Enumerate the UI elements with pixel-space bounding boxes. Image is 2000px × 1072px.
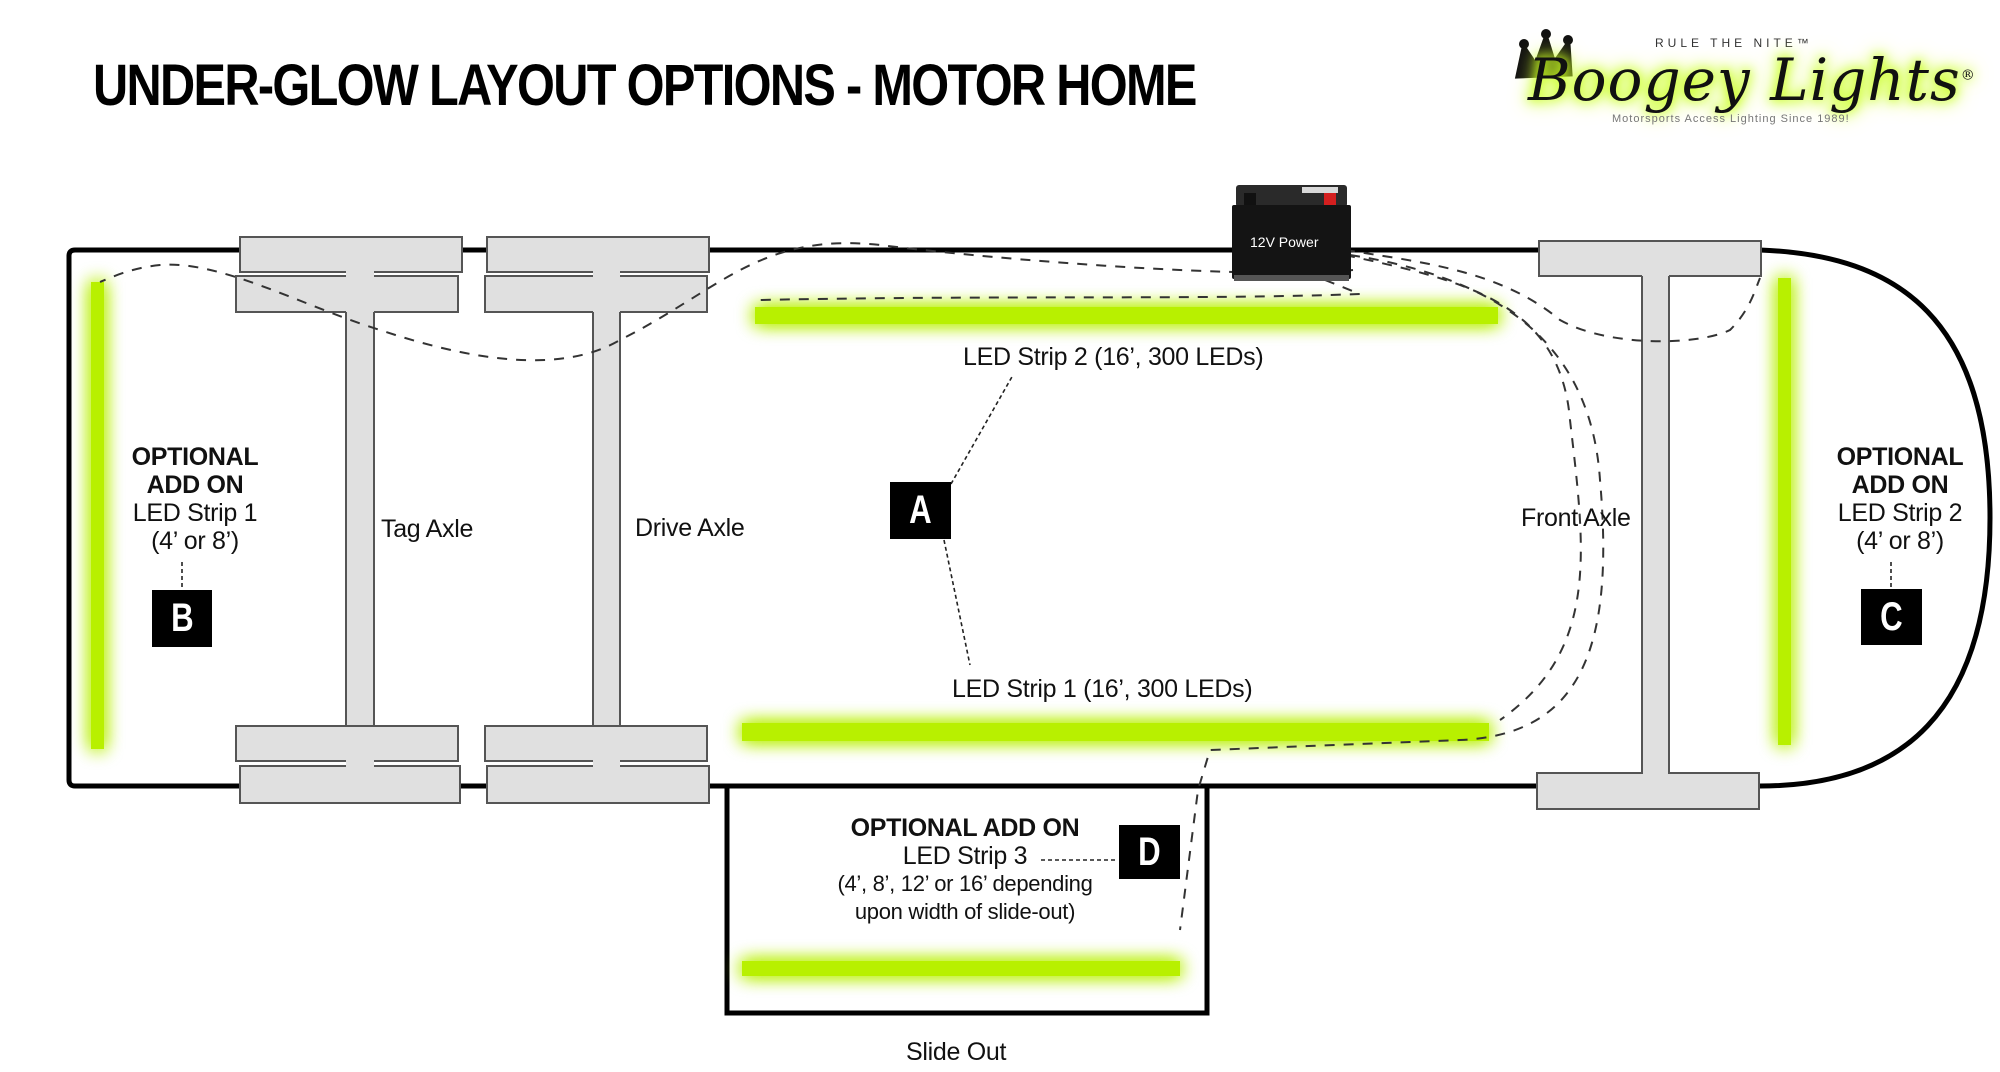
tag-axle-label: Tag Axle (381, 515, 474, 543)
badge-d: D (1119, 825, 1180, 879)
badge-b-letter: B (170, 596, 194, 640)
registered-mark: ® (1960, 67, 1976, 84)
led-strip-1 (742, 723, 1489, 741)
led-strip-right (1778, 278, 1791, 745)
badge-d-letter: D (1138, 829, 1161, 874)
optional-right-note: OPTIONAL ADD ON LED Strip 2 (4’ or 8’) (1815, 443, 1985, 555)
wire-to-left-strip (99, 242, 1354, 362)
slide-out-label: Slide Out (906, 1038, 1007, 1066)
wiring (99, 242, 1761, 931)
drive-axle (484, 236, 710, 804)
led-strip-2 (755, 307, 1498, 324)
optional-left-heading-1: OPTIONAL (131, 443, 259, 471)
battery-label: 12V Power (1250, 234, 1319, 250)
logo-subtitle: Motorsports Access Lighting Since 1989! (1612, 113, 1850, 125)
logo-tagline: RULE THE NITE™ (1655, 36, 1813, 50)
optional-left-size: (4’ or 8’) (151, 527, 239, 555)
optional-left-strip: LED Strip 1 (132, 499, 258, 527)
optional-right-size: (4’ or 8’) (1856, 527, 1944, 555)
front-axle (1536, 240, 1762, 810)
wire-to-strip2 (759, 279, 1361, 301)
optional-right-heading-2: ADD ON (1851, 471, 1949, 499)
logo-brand-text: Boogey Lights (1528, 46, 1961, 114)
optional-slide-size-2: upon width of slide-out) (854, 899, 1076, 924)
page-title: UNDER-GLOW LAYOUT OPTIONS - MOTOR HOME (93, 53, 1197, 118)
optional-left-heading-2: ADD ON (146, 471, 244, 499)
wire-to-strip3 (1179, 254, 1605, 931)
front-axle-label: Front Axle (1521, 504, 1631, 532)
optional-right-heading-1: OPTIONAL (1836, 443, 1964, 471)
optional-left-note: OPTIONAL ADD ON LED Strip 1 (4’ or 8’) (110, 443, 280, 555)
drive-axle-label: Drive Axle (635, 514, 745, 542)
callout-leaders (181, 374, 1892, 861)
badge-a: A (890, 482, 951, 539)
led-strip-3 (742, 961, 1180, 976)
led-strip-1-label: LED Strip 1 (16’, 300 LEDs) (952, 675, 1253, 703)
badge-a-letter: A (909, 488, 932, 532)
brand-logo (1512, 18, 1932, 138)
optional-slide-strip: LED Strip 3 (902, 842, 1028, 870)
led-strip-left (91, 282, 104, 749)
battery-icon (1232, 185, 1351, 281)
logo-brand-name: Boogey Lights® (1528, 46, 1976, 114)
battery: 12V Power (1230, 181, 1353, 285)
badge-c: C (1861, 589, 1922, 645)
optional-slide-size: (4’, 8’, 12’ or 16’ depending (837, 871, 1093, 896)
crown-icon (1514, 29, 1573, 79)
led-strip-2-label: LED Strip 2 (16’, 300 LEDs) (963, 343, 1264, 371)
tag-axle (235, 236, 463, 804)
optional-right-strip: LED Strip 2 (1837, 499, 1963, 527)
badge-c-letter: C (1880, 594, 1903, 639)
optional-slide-heading: OPTIONAL ADD ON (850, 814, 1080, 842)
wire-to-strip1 (1344, 254, 1582, 721)
optional-slide-note: OPTIONAL ADD ON LED Strip 3 (4’, 8’, 12’… (790, 814, 1140, 926)
vehicle-outline (66, 247, 1993, 789)
badge-b: B (152, 590, 212, 647)
wire-to-right-strip (1344, 249, 1761, 343)
